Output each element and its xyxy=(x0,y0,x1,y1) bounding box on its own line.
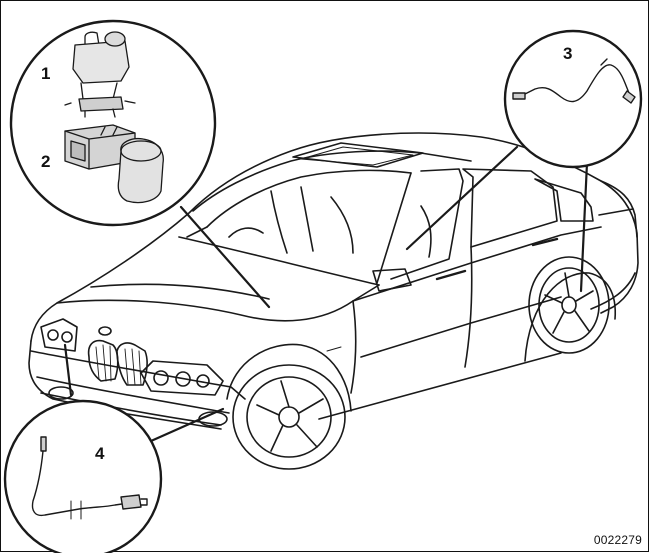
callout-number-3: 3 xyxy=(563,44,572,63)
callout-number-1: 1 xyxy=(41,64,50,83)
leader-line-3b xyxy=(581,163,587,291)
leader-line-1-2 xyxy=(181,207,269,307)
leader-line-3a xyxy=(407,147,517,249)
leader-line-4b xyxy=(151,409,223,441)
callout-circle-4 xyxy=(5,401,161,553)
figure-code: 0022279 xyxy=(594,533,642,547)
callout-number-4: 4 xyxy=(95,444,105,463)
callout-number-2: 2 xyxy=(41,152,50,171)
